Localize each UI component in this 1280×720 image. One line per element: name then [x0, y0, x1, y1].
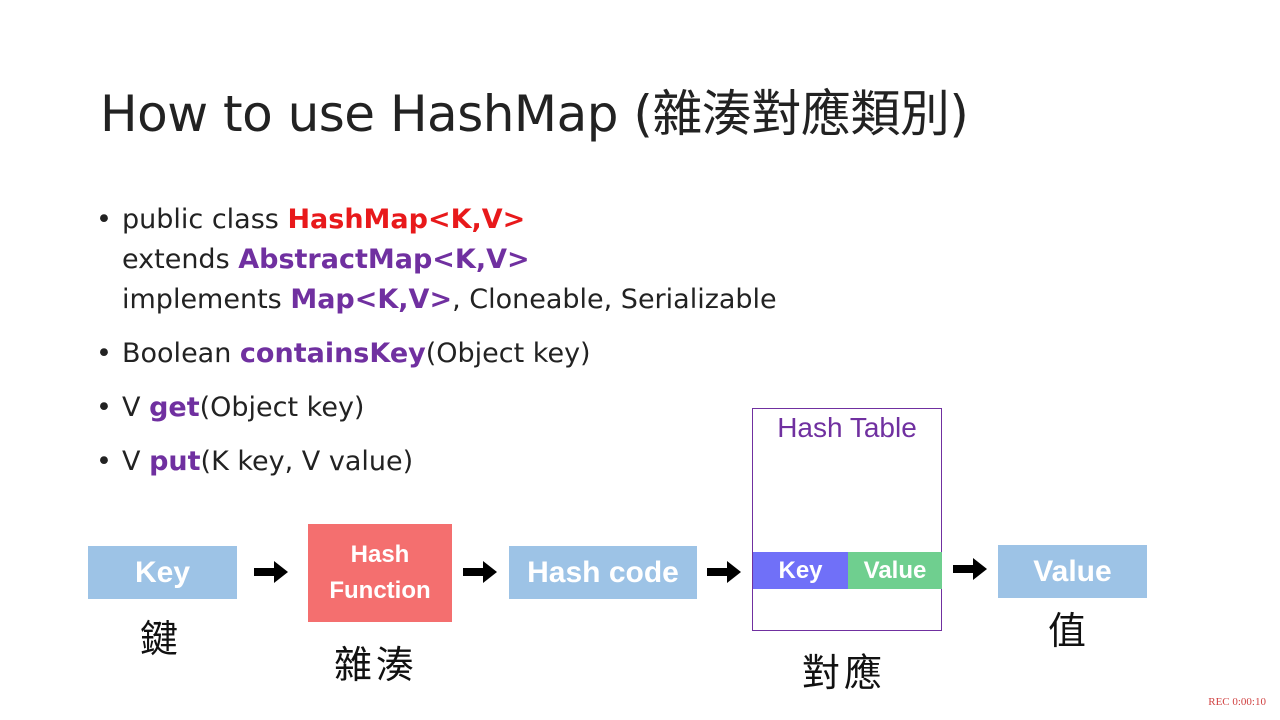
arrow-right-icon: [463, 561, 497, 583]
arrow-right-icon: [707, 561, 741, 583]
implements-keyword: implements: [122, 284, 291, 315]
hashmap-type: HashMap<K,V>: [287, 204, 526, 235]
value-cjk-label: 值: [1048, 609, 1091, 653]
interfaces-text: , Cloneable, Serializable: [452, 284, 777, 315]
return-type: V: [122, 446, 150, 477]
value-box: Value: [998, 545, 1147, 598]
recording-timer: REC 0:00:10: [1208, 696, 1266, 708]
hash-function-line2: Function: [329, 577, 431, 604]
class-keyword: public class: [122, 204, 288, 235]
return-type: V: [122, 392, 150, 423]
method-params: (K key, V value): [200, 446, 414, 477]
method-params: (Object key): [425, 338, 591, 369]
bullet-put: V put(K key, V value): [96, 442, 777, 482]
hash-function-cjk-label: 雜湊: [334, 643, 419, 687]
implements-line: implements Map<K,V>, Cloneable, Serializ…: [122, 280, 777, 320]
bullet-list: public class HashMap<K,V> extends Abstra…: [96, 200, 777, 496]
key-box: Key: [88, 546, 237, 599]
method-name: get: [149, 392, 200, 423]
arrow-right-icon: [953, 558, 987, 580]
arrow-right-icon: [254, 561, 288, 583]
map-type: Map<K,V>: [290, 284, 453, 315]
return-type: Boolean: [122, 338, 240, 369]
class-line: public class HashMap<K,V>: [122, 200, 777, 240]
hash-table-frame: [752, 408, 942, 631]
hash-function-box: Hash Function: [308, 524, 452, 622]
abstractmap-type: AbstractMap<K,V>: [238, 244, 530, 275]
hash-code-box: Hash code: [509, 546, 697, 599]
extends-keyword: extends: [122, 244, 239, 275]
slide-title: How to use HashMap (雜湊對應類別): [100, 85, 969, 143]
hash-table-title: Hash Table: [777, 412, 917, 443]
method-name: put: [149, 446, 201, 477]
method-name: containsKey: [239, 338, 426, 369]
bullet-class-declaration: public class HashMap<K,V> extends Abstra…: [96, 200, 777, 320]
hash-table-cjk-label: 對應: [802, 651, 887, 695]
extends-line: extends AbstractMap<K,V>: [122, 240, 777, 280]
method-params: (Object key): [199, 392, 365, 423]
key-cjk-label: 鍵: [140, 617, 183, 661]
hash-function-line1: Hash: [350, 541, 410, 568]
hash-table-value-cell: Value: [848, 552, 942, 589]
bullet-get: V get(Object key): [96, 388, 777, 428]
hash-table-key-cell: Key: [753, 552, 848, 589]
bullet-containskey: Boolean containsKey(Object key): [96, 334, 777, 374]
